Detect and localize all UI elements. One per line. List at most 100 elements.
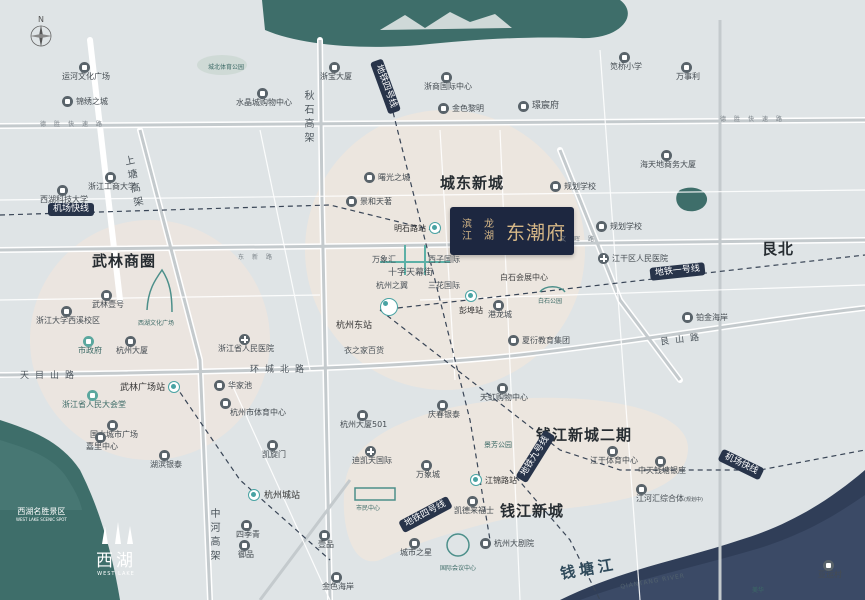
poi-label: 浙宝大厦 xyxy=(320,72,352,81)
poi-tianhong[interactable]: 天虹购物中心 xyxy=(480,383,528,402)
shopping-icon xyxy=(437,400,448,411)
poi-label: 港龙城 xyxy=(488,310,512,319)
district-wulin: 武林商圈 xyxy=(92,252,157,270)
poi-label: 杭州市体育中心 xyxy=(230,408,286,417)
station-pengbu[interactable]: 彭埠站 xyxy=(459,290,483,316)
poi-kaixuan[interactable]: 凯旋门 xyxy=(262,440,286,459)
poi-guihua2[interactable]: 规划学校 xyxy=(596,221,642,232)
poi-jiali[interactable]: 嘉里中心 xyxy=(86,432,118,451)
poi-sijiqing[interactable]: 四季青 xyxy=(236,520,260,539)
building-icon xyxy=(441,72,452,83)
station-hzcheng[interactable]: 杭州城站 xyxy=(248,488,300,501)
poi-label: 金色海岸 xyxy=(322,582,354,591)
poi-jianghe-note: (规划中) xyxy=(684,497,703,503)
poi-shizhengfu[interactable]: 市政府 xyxy=(78,336,102,355)
project-marker[interactable]: 滨 龙 江 湖 东潮府 xyxy=(450,207,574,255)
building-icon xyxy=(329,62,340,73)
poi-label: 华家池 xyxy=(228,380,252,390)
poi-label: 浙江大学西溪校区 xyxy=(36,316,100,325)
poi-jianqiao[interactable]: 笕桥小学 xyxy=(610,52,642,71)
poi-yinpin[interactable]: 壹品 xyxy=(318,530,334,549)
poi-zhedahui[interactable]: 浙江省人民大会堂 xyxy=(62,390,126,409)
shopping-icon xyxy=(107,420,118,431)
poi-ganglong[interactable]: 港龙城 xyxy=(488,300,512,319)
poi-yayun[interactable]: 亚运村 xyxy=(818,560,842,579)
poi-hzdjy[interactable]: 杭州大剧院 xyxy=(480,538,534,549)
building-icon xyxy=(95,432,106,443)
building-icon xyxy=(655,456,666,467)
station-hzdong[interactable]: 杭州东站 xyxy=(336,298,398,331)
metro-station-icon xyxy=(429,222,441,234)
poi-label: 铂金海岸 xyxy=(696,312,728,322)
poi-hubin[interactable]: 湖滨银泰 xyxy=(150,450,182,469)
poi-jinsehaian[interactable]: 金色海岸 xyxy=(322,572,354,591)
poi-zhongtian[interactable]: 中天钱塘银座 xyxy=(638,456,686,475)
poi-guotai[interactable]: 国大城市广场 xyxy=(90,420,138,439)
poi-zheshang[interactable]: 浙商国际中心 xyxy=(424,72,472,91)
poi-yingguang[interactable]: 曙光之城 xyxy=(364,172,410,183)
poi-wanshi[interactable]: 万事利 xyxy=(676,62,700,81)
green-north-park: 城北体育公园 xyxy=(208,64,245,71)
poi-label: 壹品 xyxy=(318,540,334,549)
station-mingshi-label: 明石路站 xyxy=(394,223,426,233)
school-icon xyxy=(596,221,607,232)
poi-bailu[interactable]: 铂金海岸 xyxy=(682,312,728,323)
poi-xiaying[interactable]: 夏衍教育集团 xyxy=(508,335,570,346)
poi-yupin[interactable]: 御品 xyxy=(238,540,254,559)
poi-jianggantiyu[interactable]: 江干体育中心 xyxy=(590,446,638,465)
poi-wulinyi[interactable]: 武林壹号 xyxy=(92,290,124,309)
poi-guihua1[interactable]: 规划学校 xyxy=(550,181,596,192)
green-guoji: 国际会议中心 xyxy=(440,565,477,572)
poi-label: 湖滨银泰 xyxy=(150,460,182,469)
poi-qingchun[interactable]: 庆春银泰 xyxy=(428,400,460,419)
poi-sanhua: 三花国际 xyxy=(428,281,460,290)
poi-hzds501[interactable]: 杭州大厦501 xyxy=(340,410,387,429)
poi-zhegongshang[interactable]: 浙江工商大学 xyxy=(88,172,136,191)
poi-tiyuzx[interactable]: 杭州市体育中心 xyxy=(220,398,286,417)
green-baishi-park: 白石公园 xyxy=(538,298,563,305)
train-station-icon xyxy=(380,298,398,316)
poi-kaide[interactable]: 凯德来福士 xyxy=(454,496,494,515)
poi-hangzhoudasha[interactable]: 杭州大厦 xyxy=(116,336,148,355)
project-name: 东潮府 xyxy=(506,221,567,244)
poi-xizi: 西子国际 xyxy=(428,255,460,264)
building-icon xyxy=(480,538,491,549)
poi-label: 市政府 xyxy=(78,346,102,355)
poi-jingmao[interactable]: 璟宸府 xyxy=(518,101,559,112)
stadium-icon xyxy=(220,398,231,409)
poi-jinxu[interactable]: 锦绣之城 xyxy=(62,96,108,107)
poi-label: 海天地商务大厦 xyxy=(640,160,696,169)
shopping-icon xyxy=(467,496,478,507)
poi-label: 杭州大厦501 xyxy=(340,420,388,429)
poi-zhejiangda[interactable]: 浙江大学西溪校区 xyxy=(36,306,100,325)
star-icon xyxy=(83,336,94,347)
poi-jianggan[interactable]: 江干区人民医院 xyxy=(598,253,668,264)
building-icon xyxy=(681,62,692,73)
district-chengdong: 城东新城 xyxy=(440,174,505,192)
poi-jinse[interactable]: 金色黎明 xyxy=(438,103,484,114)
poi-zhesheng[interactable]: 浙江省人民医院 xyxy=(218,334,274,353)
poi-yingkaitian[interactable]: 迪凯天国际 xyxy=(352,446,392,465)
hospital-icon xyxy=(598,253,609,264)
poi-xihukeji[interactable]: 西湖科技大学 xyxy=(40,185,88,204)
poi-label: 规划学校 xyxy=(610,221,642,231)
building-icon xyxy=(409,538,420,549)
poi-huajia[interactable]: 华家池 xyxy=(214,380,252,391)
poi-zhebao[interactable]: 浙宝大厦 xyxy=(320,62,352,81)
poi-shuijing[interactable]: 水晶城购物中心 xyxy=(236,88,292,107)
road-tianmu: 天目山路 xyxy=(20,371,81,381)
poi-yunhe[interactable]: 运河文化广场 xyxy=(62,62,110,81)
westlake-title: 西湖 WEST LAKE xyxy=(96,546,136,577)
poi-jianghe[interactable]: 江河汇综合体(规划中) xyxy=(636,484,703,503)
station-mingshi[interactable]: 明石路站 xyxy=(394,222,441,234)
station-wulinguangchang[interactable]: 武林广场站 xyxy=(120,380,181,393)
poi-wanxiangcheng[interactable]: 万象城 xyxy=(416,460,440,479)
westlake-sub: WEST LAKE xyxy=(97,571,135,577)
poi-haikui[interactable]: 海天地商务大厦 xyxy=(640,150,696,169)
station-jiangjin[interactable]: 江锦路站 xyxy=(470,474,517,486)
poi-chengshizx[interactable]: 城市之星 xyxy=(400,538,432,557)
metro-station-icon xyxy=(465,290,477,302)
poi-label: 江河汇综合体(规划中) xyxy=(636,495,703,503)
poi-jingjia[interactable]: 景和天著 xyxy=(346,196,392,207)
poi-label: 江干区人民医院 xyxy=(612,253,668,263)
